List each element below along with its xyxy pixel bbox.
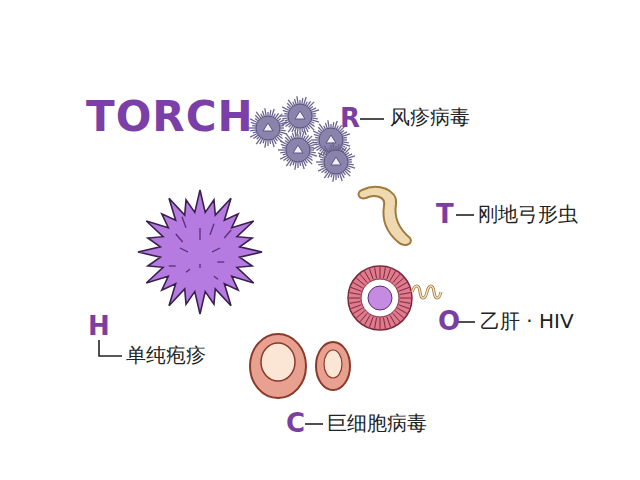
- virus-name: 单纯疱疹: [126, 344, 206, 366]
- dash: [456, 214, 474, 216]
- virus-letter: R: [340, 104, 360, 133]
- rubella-virus: [278, 130, 317, 170]
- virus-name: 刚地弓形虫: [478, 203, 578, 225]
- rubella-virus: [316, 142, 355, 182]
- bracket: [99, 340, 122, 356]
- toxoplasma: [359, 187, 411, 245]
- dash: [360, 118, 384, 120]
- dash: [305, 423, 323, 425]
- virus-letter: T: [436, 200, 454, 229]
- virus-name: 乙肝 · HIV: [480, 310, 574, 332]
- virus-letter: C: [286, 409, 305, 438]
- rubella-virus: [280, 96, 319, 136]
- herpes-virus: [138, 190, 262, 314]
- cmv-cells: [250, 334, 350, 398]
- virus-letter: O: [438, 307, 460, 336]
- hbv-hiv-virus: [348, 266, 441, 330]
- virus-letter: H: [88, 312, 110, 341]
- virus-name: 风疹病毒: [390, 106, 470, 128]
- virus-name: 巨细胞病毒: [327, 412, 427, 434]
- title: TORCH: [86, 94, 254, 140]
